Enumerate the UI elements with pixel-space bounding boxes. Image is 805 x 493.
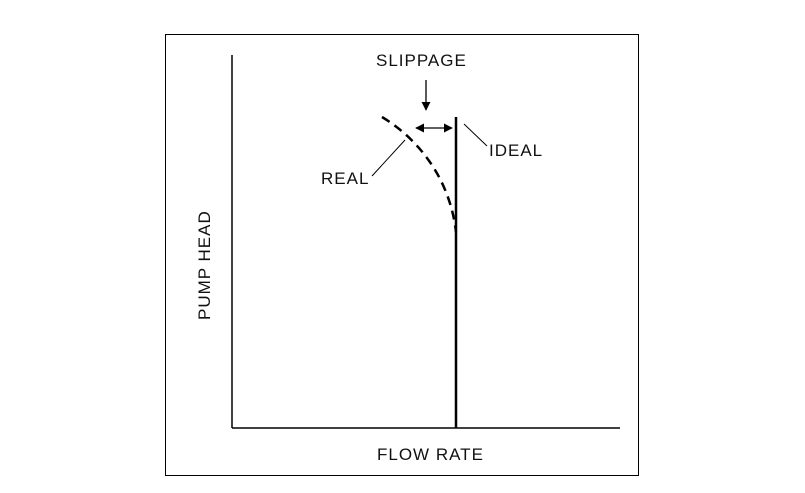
real-label: REAL	[321, 169, 369, 188]
ideal-label: IDEAL	[489, 141, 543, 160]
y-axis-label: PUMP HEAD	[195, 210, 214, 320]
diagram-frame	[165, 34, 639, 476]
slippage-label: SLIPPAGE	[376, 51, 467, 70]
real-leader-line	[371, 139, 406, 177]
x-axis-label: FLOW RATE	[377, 445, 484, 464]
ideal-leader-line	[463, 123, 488, 147]
real-curve	[381, 115, 458, 233]
